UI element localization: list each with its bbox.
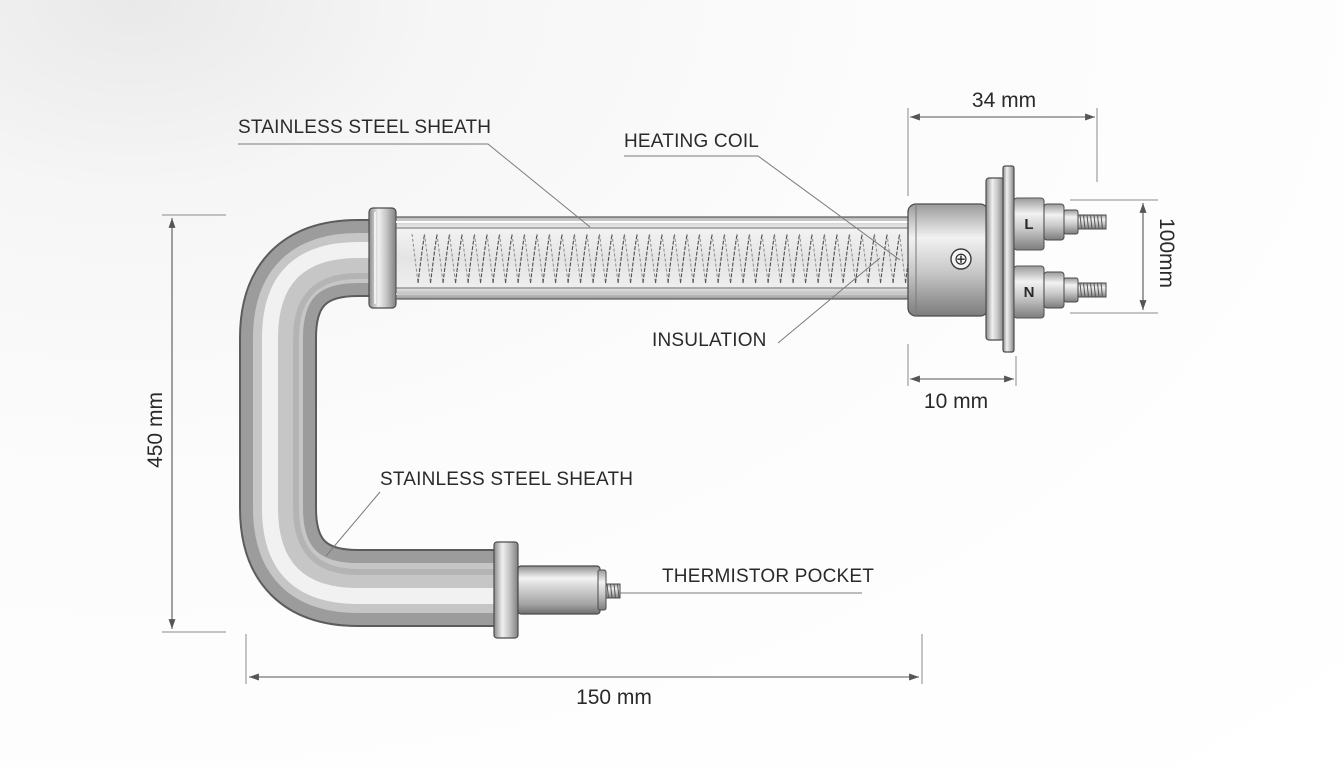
heating-tube: [395, 216, 911, 300]
dimension-overall-height-label: 450 mm: [144, 392, 167, 468]
terminal-label-neutral: N: [1024, 284, 1035, 301]
terminal-head: [907, 165, 1045, 353]
terminal-stud-neutral: [1043, 271, 1107, 309]
heating-coil: [411, 233, 913, 284]
dimension-terminal-span: 10 mm: [907, 344, 1017, 413]
dimension-terminal-height: 100mm: [1070, 199, 1178, 314]
svg-text:⊕: ⊕: [954, 250, 968, 269]
callout-leaders: [238, 143, 901, 594]
callout-thermistor-pocket: THERMISTOR POCKET: [662, 566, 874, 587]
dimension-flange-width: 34 mm: [907, 89, 1098, 196]
callout-insulation: INSULATION: [652, 330, 767, 351]
callout-heating-coil: HEATING COIL: [624, 131, 759, 152]
thermistor-pocket: [493, 541, 621, 639]
dimension-overall-length: 150 mm: [245, 634, 923, 709]
dimension-overall-length-label: 150 mm: [576, 686, 652, 709]
callout-sheath-top: STAINLESS STEEL SHEATH: [238, 117, 491, 138]
ground-symbol: ⊕: [950, 248, 972, 270]
dimension-terminal-height-label: 100mm: [1155, 218, 1178, 288]
stainless-steel-sheath-bend: [239, 219, 500, 627]
dimension-overall-height: 450 mm: [144, 214, 226, 633]
dimension-flange-width-label: 34 mm: [972, 89, 1036, 112]
terminal-stud-live: [1043, 203, 1107, 241]
terminal-label-live: L: [1024, 216, 1033, 233]
dimension-terminal-span-label: 10 mm: [924, 390, 988, 413]
sheath-collar-top: [368, 207, 397, 309]
callout-sheath-bottom: STAINLESS STEEL SHEATH: [380, 469, 633, 490]
